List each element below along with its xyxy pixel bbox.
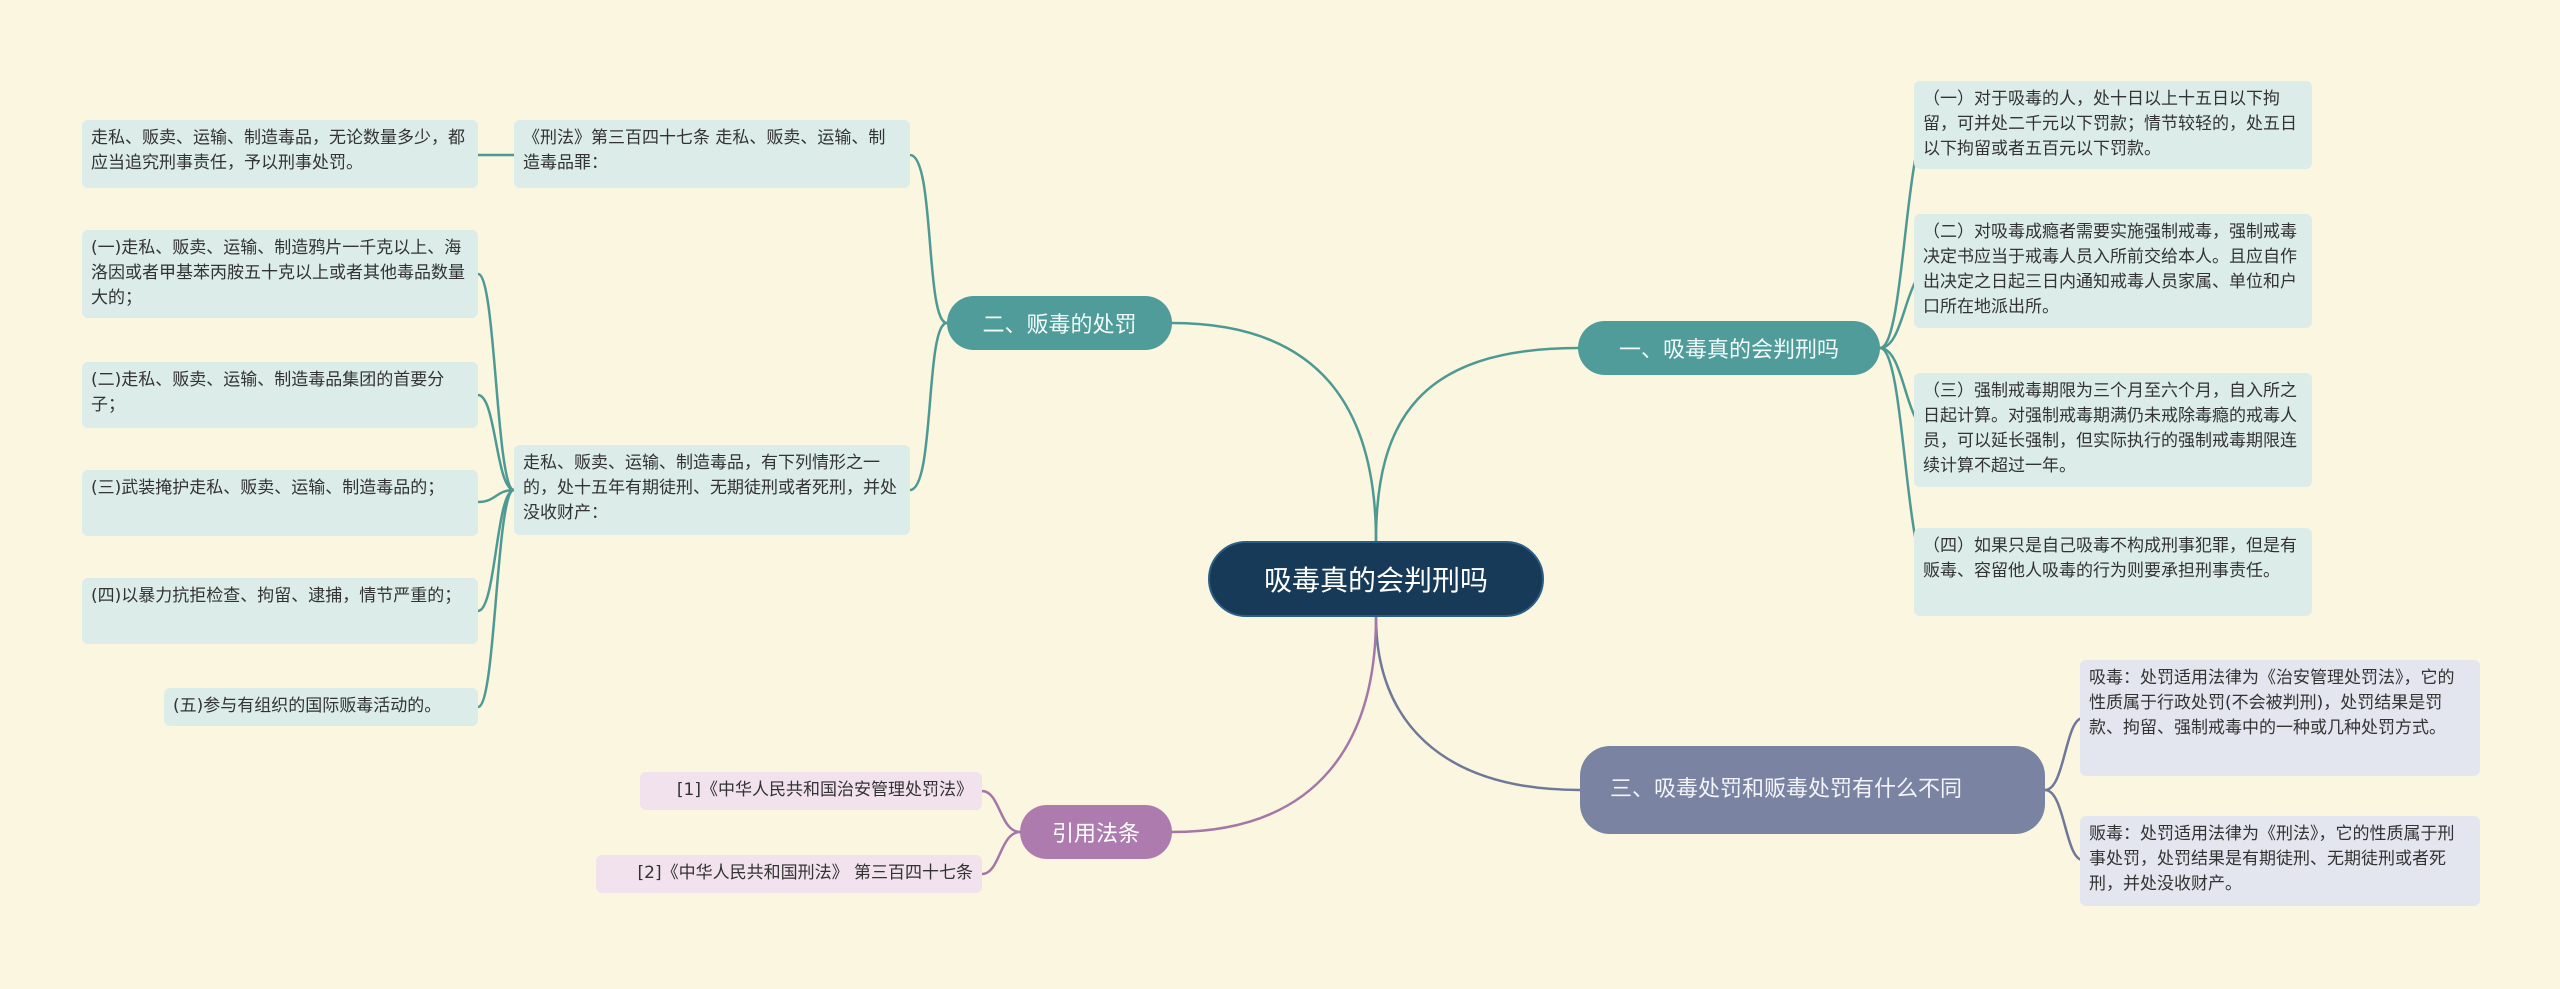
leaf-b2-sub1-item-1[interactable]: 走私、贩卖、运输、制造毒品，无论数量多少，都应当追究刑事责任，予以刑事处罚。: [82, 120, 478, 188]
link-b2-sub2: [908, 321, 949, 492]
sub-criminal-law-347[interactable]: 《刑法》第三百四十七条 走私、贩卖、运输、制造毒品罪：: [514, 120, 910, 188]
link-sub2-leaf2: [476, 393, 516, 492]
link-root-branch3: [1374, 615, 1582, 792]
link-b3-leaf2: [2043, 788, 2085, 862]
leaf-b3-item-1[interactable]: 吸毒：处罚适用法律为《治安管理处罚法》，它的性质属于行政处罚(不会被判刑)，处罚…: [2080, 660, 2480, 776]
link-b3-leaf1: [2043, 716, 2085, 792]
link-sub2-leaf5: [476, 488, 516, 709]
leaf-b2-sub2-item-3[interactable]: (三)武装掩护走私、贩卖、运输、制造毒品的；: [82, 470, 478, 536]
branch-drug-use-penalty[interactable]: 一、吸毒真的会判刑吗: [1578, 321, 1880, 375]
link-b4-leaf1: [980, 789, 1022, 834]
link-root-branch4: [1170, 615, 1378, 834]
leaf-cited-law-2[interactable]: [2]《中华人民共和国刑法》 第三百四十七条: [596, 855, 982, 893]
leaf-b1-item-3[interactable]: （三）强制戒毒期限为三个月至六个月，自入所之日起计算。对强制戒毒期满仍未戒除毒瘾…: [1914, 373, 2312, 487]
leaf-b2-sub2-item-1[interactable]: (一)走私、贩卖、运输、制造鸦片一千克以上、海洛因或者甲基苯丙胺五十克以上或者其…: [82, 230, 478, 318]
branch-cited-laws[interactable]: 引用法条: [1020, 805, 1172, 859]
leaf-b2-sub2-item-4[interactable]: (四)以暴力抗拒检查、拘留、逮捕，情节严重的；: [82, 578, 478, 644]
leaf-b1-item-1[interactable]: （一）对于吸毒的人，处十日以上十五日以下拘留，可并处二千元以下罚款；情节较轻的，…: [1914, 81, 2312, 169]
leaf-b1-item-4[interactable]: （四）如果只是自己吸毒不构成刑事犯罪，但是有贩毒、容留他人吸毒的行为则要承担刑事…: [1914, 528, 2312, 616]
branch-trafficking-penalty[interactable]: 二、贩毒的处罚: [947, 296, 1172, 350]
leaf-b1-item-2[interactable]: （二）对吸毒成瘾者需要实施强制戒毒，强制戒毒决定书应当于戒毒人员入所前交给本人。…: [1914, 214, 2312, 328]
sub-severe-circumstances[interactable]: 走私、贩卖、运输、制造毒品，有下列情形之一的，处十五年有期徒刑、无期徒刑或者死刑…: [514, 445, 910, 535]
branch-difference[interactable]: 三、吸毒处罚和贩毒处罚有什么不同: [1580, 746, 2045, 834]
link-sub2-leaf3: [476, 488, 516, 504]
leaf-b3-item-2[interactable]: 贩毒：处罚适用法律为《刑法》，它的性质属于刑事处罚，处罚结果是有期徒刑、无期徒刑…: [2080, 816, 2480, 906]
link-sub2-leaf1: [476, 272, 516, 492]
link-b2-sub1: [908, 153, 949, 325]
link-b4-leaf2: [980, 830, 1022, 876]
leaf-b2-sub2-item-2[interactable]: (二)走私、贩卖、运输、制造毒品集团的首要分子；: [82, 362, 478, 428]
link-root-branch2: [1170, 321, 1378, 543]
leaf-b2-sub2-item-5[interactable]: (五)参与有组织的国际贩毒活动的。: [164, 688, 478, 726]
link-root-branch1: [1374, 346, 1580, 543]
root-topic[interactable]: 吸毒真的会判刑吗: [1208, 541, 1544, 617]
leaf-cited-law-1[interactable]: [1]《中华人民共和国治安管理处罚法》: [640, 772, 982, 810]
